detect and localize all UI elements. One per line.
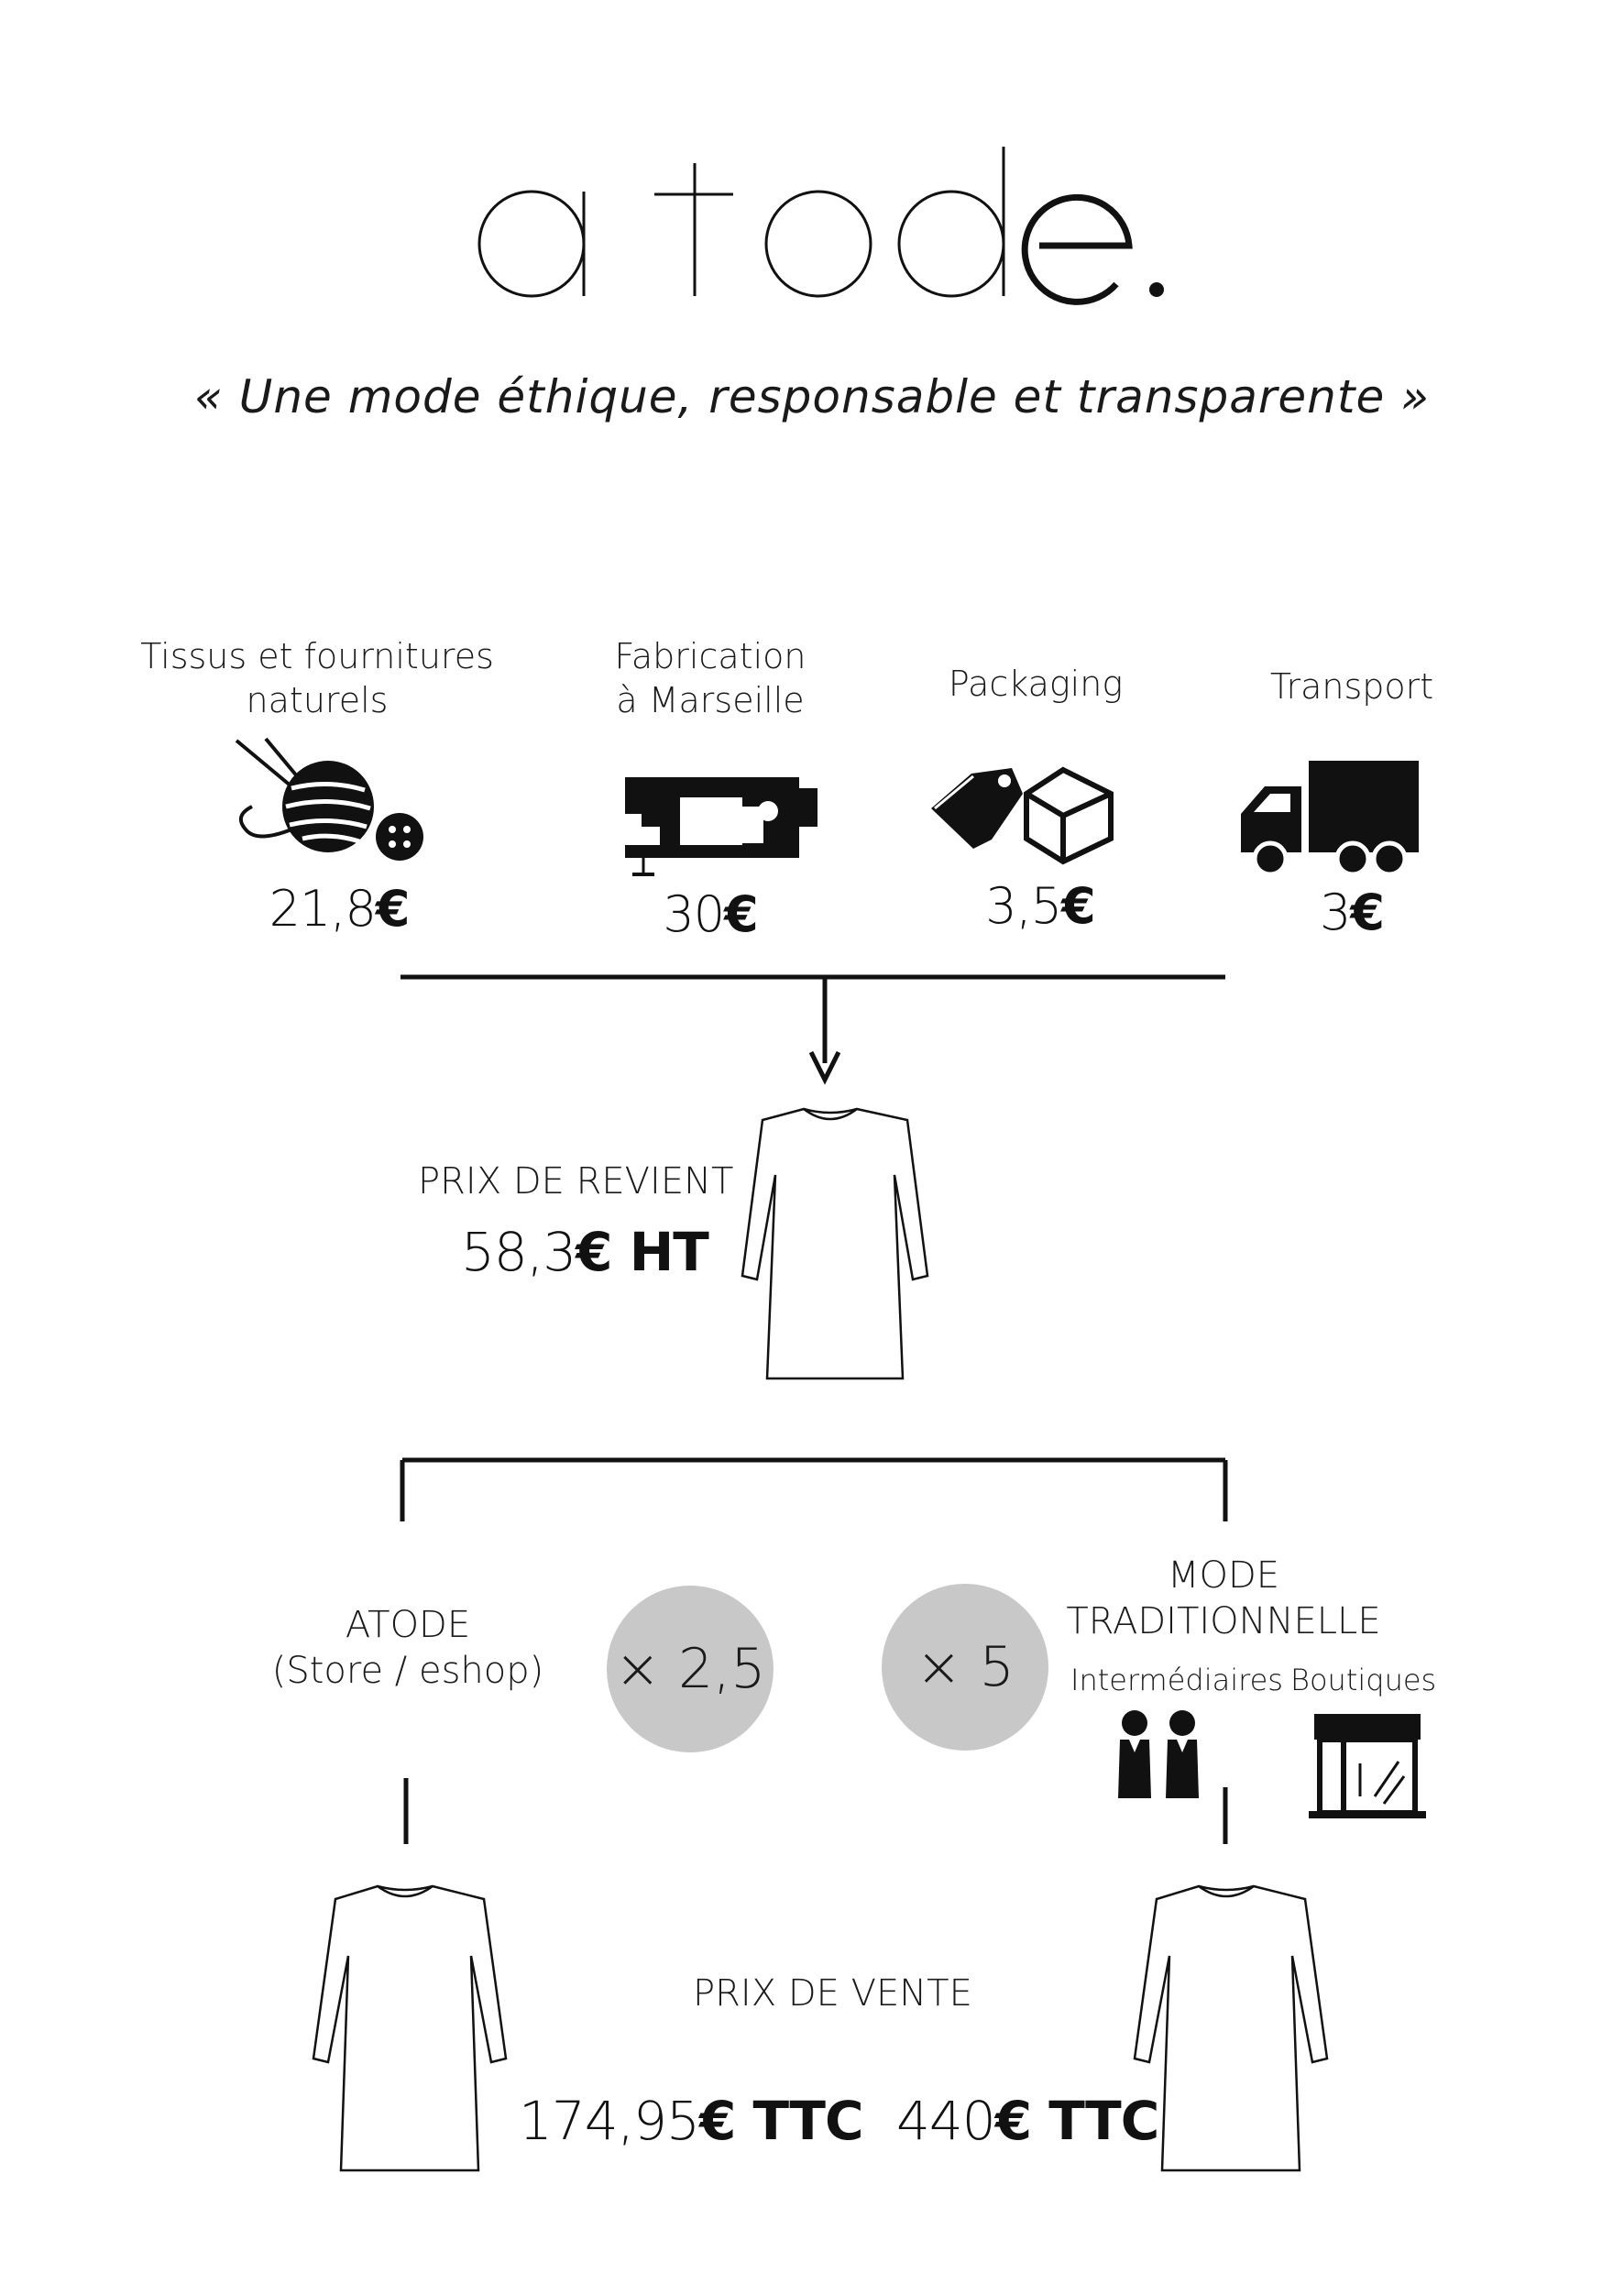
currency-suffix: € TTC [698,2090,864,2152]
branch-label-line: MODE [1167,1554,1280,1597]
sale-price-label: PRIX DE VENTE [693,1972,972,2015]
cost-label-manufacturing: Fabrication à Marseille [559,634,861,722]
cost-label-packaging: Packaging [948,664,1124,704]
tag-and-box-icon [931,766,1114,865]
traditional-multiplier-badge: × 5 [882,1584,1048,1751]
atode-multiplier-badge: × 2,5 [607,1586,774,1752]
atode-sale-price: 174,95€ TTC [519,2090,864,2152]
cost-value-fabrics: 21,8€ [215,880,463,938]
cost-value-transport: 3€ [1228,884,1476,941]
cost-label-line: Tissus et fournitures [140,636,494,676]
yarn-ball-and-button-icon [235,737,423,861]
dress-illustration-traditional [1133,1884,1329,2172]
cost-value-packaging: 3,5€ [916,877,1164,935]
currency: € [724,885,759,943]
atode-branch-label: ATODE (Store / eshop) [266,1602,550,1694]
intermediaries-icon [1118,1710,1199,1798]
down-arrow-head [808,1050,841,1085]
amount: 3,5 [985,877,1062,935]
amount: 174,95 [519,2090,700,2152]
cost-label-line: Fabrication [614,636,807,676]
currency: € [1350,884,1385,941]
branch-label-line: TRADITIONNELLE [1066,1600,1381,1642]
cost-label-transport: Transport [1269,666,1434,707]
cost-price-value: 58,3€ HT [461,1221,709,1283]
sewing-machine-icon [625,777,817,876]
delivery-truck-icon [1241,761,1419,877]
cost-label-fabrics: Tissus et fournitures naturels [134,634,500,722]
brand-logo [477,147,1164,305]
tagline: « Une mode éthique, responsable et trans… [194,370,1430,423]
amount: 58,3 [461,1221,576,1283]
currency-suffix: € HT [576,1221,709,1283]
cost-value-manufacturing: 30€ [587,885,834,943]
cost-label-line: à Marseille [616,680,805,720]
dress-illustration [741,1107,929,1380]
cost-label-line: naturels [246,680,389,720]
traditional-sale-price: 440€ TTC [896,2090,1160,2152]
branch-label-line: ATODE [345,1604,471,1646]
branch-label-line: (Store / eshop) [271,1650,544,1692]
intermediaries-label: Intermédiaires [1070,1663,1283,1697]
cost-price-label: PRIX DE REVIENT [418,1160,734,1202]
shops-label: Boutiques [1290,1663,1437,1697]
currency: € [1061,877,1096,935]
amount: 21,8 [269,880,377,938]
shop-icon [1309,1714,1426,1818]
currency: € [375,880,411,938]
traditional-branch-label: MODE TRADITIONNELLE [1040,1553,1407,1644]
split-bracket [400,1457,1228,1521]
currency-suffix: € TTC [994,2090,1160,2152]
amount: 3 [1320,884,1351,941]
amount: 30 [663,885,725,943]
amount: 440 [896,2090,996,2152]
dress-illustration-atode [312,1884,508,2172]
